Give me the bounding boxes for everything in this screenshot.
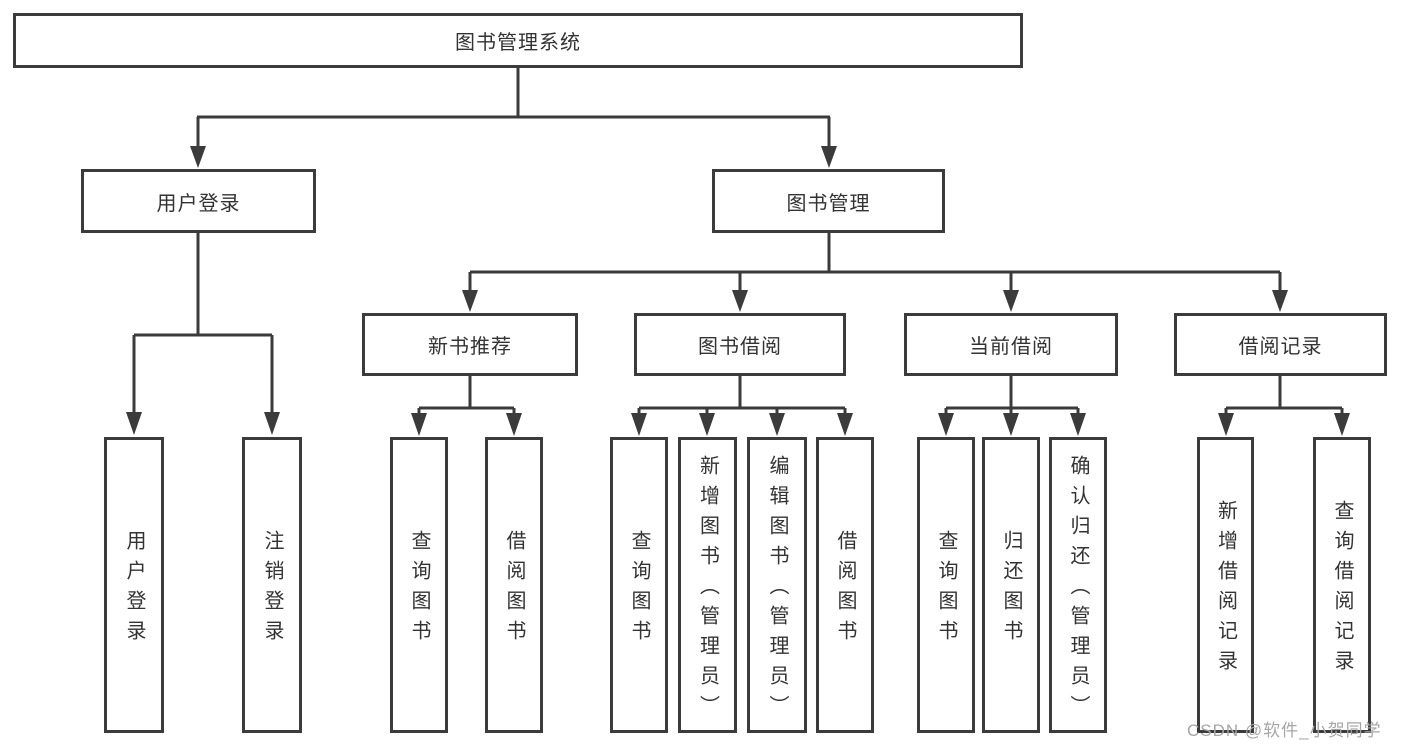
leaf-borrow-edit-book-admin-label: 编辑图书（管理员） <box>766 455 788 725</box>
leaf-newbook-borrow-book: 借阅图书 <box>485 437 543 733</box>
leaf-borrow-edit-book-admin: 编辑图书（管理员） <box>747 437 807 733</box>
leaf-newbook-query-book: 查询图书 <box>390 437 448 733</box>
node-new-book-rec: 新书推荐 <box>362 313 578 376</box>
leaf-current-confirm-return-admin: 确认归还（管理员） <box>1049 437 1107 733</box>
node-user-login: 用户登录 <box>81 169 316 233</box>
node-new-book-rec-label: 新书推荐 <box>428 336 512 358</box>
leaf-current-query-book-label: 查询图书 <box>935 530 957 650</box>
leaf-records-add-record-label: 新增借阅记录 <box>1214 500 1237 680</box>
connector-book-borrow-children <box>631 376 853 436</box>
leaf-borrow-query-book: 查询图书 <box>610 437 668 733</box>
leaf-logout-label: 注销登录 <box>261 530 283 650</box>
node-borrow-records: 借阅记录 <box>1174 313 1387 376</box>
leaf-records-query-record-label: 查询借阅记录 <box>1331 500 1353 680</box>
connector-new-book-children <box>411 376 522 436</box>
connector-user-login-subtree <box>126 233 280 435</box>
node-user-login-label: 用户登录 <box>156 192 241 215</box>
node-book-mgmt: 图书管理 <box>712 169 945 233</box>
leaf-newbook-query-book-label: 查询图书 <box>408 530 430 650</box>
leaf-records-add-record: 新增借阅记录 <box>1197 437 1254 733</box>
watermark: CSDN @软件_小贺同学 <box>1187 721 1382 740</box>
leaf-records-query-record: 查询借阅记录 <box>1313 437 1371 733</box>
connector-current-borrow-children <box>938 376 1086 436</box>
node-current-borrow: 当前借阅 <box>904 313 1118 376</box>
leaf-borrow-borrow-book: 借阅图书 <box>816 437 874 733</box>
node-book-mgmt-label: 图书管理 <box>786 192 871 215</box>
leaf-logout: 注销登录 <box>242 437 302 733</box>
leaf-current-query-book: 查询图书 <box>917 437 975 733</box>
node-current-borrow-label: 当前借阅 <box>969 336 1053 358</box>
node-borrow-records-label: 借阅记录 <box>1238 336 1323 358</box>
leaf-current-confirm-return-admin-label: 确认归还（管理员） <box>1067 455 1089 725</box>
leaf-borrow-add-book-admin-label: 新增图书（管理员） <box>696 455 719 725</box>
leaf-user-login: 用户登录 <box>104 437 164 733</box>
leaf-borrow-borrow-book-label: 借阅图书 <box>834 530 856 650</box>
node-book-borrow-label: 图书借阅 <box>698 336 782 358</box>
leaf-borrow-query-book-label: 查询图书 <box>628 530 650 650</box>
node-library-system-label: 图书管理系统 <box>455 32 581 54</box>
connector-book-mgmt-to-groups <box>462 233 1288 312</box>
leaf-newbook-borrow-book-label: 借阅图书 <box>503 530 525 650</box>
leaf-current-return-book-label: 归还图书 <box>1000 530 1022 650</box>
node-book-borrow: 图书借阅 <box>634 313 846 376</box>
node-library-system: 图书管理系统 <box>13 13 1023 68</box>
leaf-current-return-book: 归还图书 <box>982 437 1040 733</box>
connector-root-to-level2 <box>190 68 837 168</box>
connector-borrow-records-children <box>1218 376 1350 436</box>
leaf-borrow-add-book-admin: 新增图书（管理员） <box>678 437 737 733</box>
leaf-user-login-label: 用户登录 <box>123 530 145 650</box>
